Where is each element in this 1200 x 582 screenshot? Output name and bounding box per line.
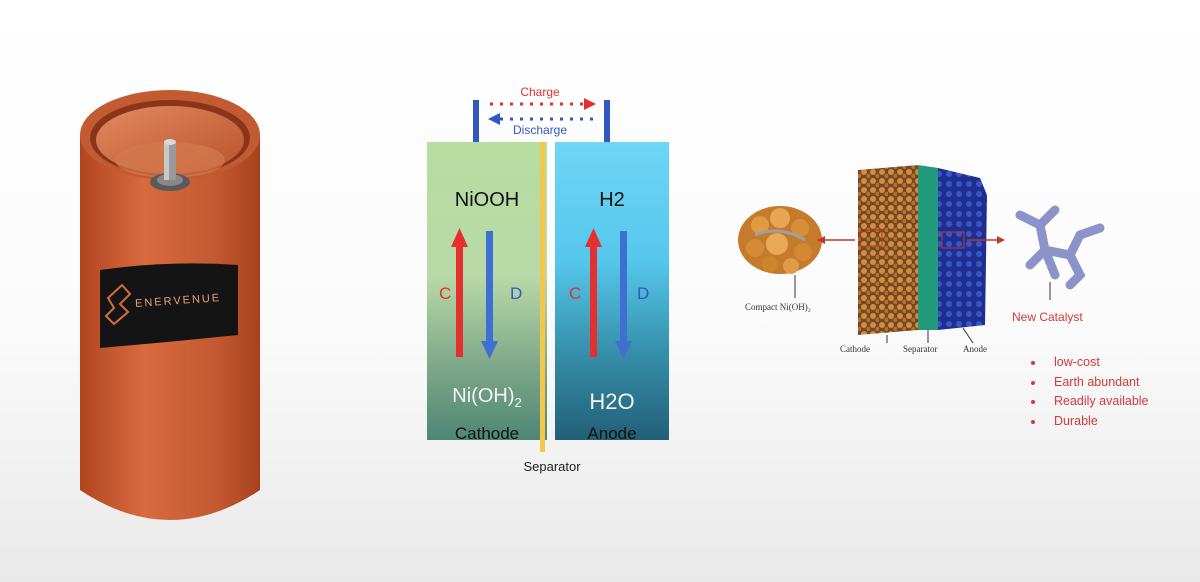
discharge-label: Discharge — [512, 123, 568, 137]
battery-illustration — [80, 90, 260, 520]
charge-arrowhead-icon — [584, 98, 596, 110]
benefit-item: Earth abundant — [1028, 373, 1149, 393]
battery-cylinder: ENERVENUE — [70, 80, 270, 540]
benefit-item: Readily available — [1028, 392, 1149, 412]
layer-label-cathode: Cathode — [840, 344, 870, 354]
anode-up-arrowhead-icon — [585, 228, 602, 247]
new-catalyst-label: New Catalyst — [1012, 310, 1083, 324]
cathode-top-species: NiOOH — [454, 189, 520, 211]
zoom-arrowhead-right-icon — [997, 236, 1005, 244]
anode-charge-letter: C — [569, 284, 582, 303]
separator-label: Separator — [523, 459, 581, 474]
layer-label-anode: Anode — [963, 344, 987, 354]
anode-charge-arrow — [590, 245, 597, 357]
catalyst-benefits-list: low-cost Earth abundant Readily availabl… — [1028, 353, 1149, 431]
left-electrode-tab — [473, 100, 479, 142]
charge-label: Charge — [520, 85, 560, 99]
cathode-charge-arrow — [456, 245, 463, 357]
anode-pane: H2 C D H2O Anode — [555, 142, 669, 443]
discharge-arrowhead-icon — [488, 113, 500, 125]
anode-down-arrowhead-icon — [615, 341, 632, 359]
nickel-hydroxide-cluster — [738, 206, 822, 274]
new-catalyst-network — [1015, 205, 1105, 290]
anode-discharge-arrow — [620, 231, 627, 343]
cell-diagram: Charge Discharge NiOOH C D Ni(OH)2 Catho… — [420, 85, 680, 485]
cathode-charge-letter: C — [439, 284, 452, 303]
cathode-discharge-letter: D — [510, 284, 523, 303]
anode-label: Anode — [587, 424, 637, 443]
enervenue-logo-icon — [104, 283, 132, 326]
anode-discharge-letter: D — [637, 284, 650, 303]
cathode-bottom-species: Ni(OH)2 — [452, 385, 522, 410]
cathode-layer — [858, 165, 918, 335]
reaction-arrows — [451, 228, 632, 359]
anode-top-species: H2 — [599, 189, 625, 211]
cathode-up-arrowhead-icon — [451, 228, 468, 247]
benefit-item: low-cost — [1028, 353, 1149, 373]
anode-layer — [938, 168, 987, 330]
electrode-stack-illustration — [738, 165, 1105, 344]
layer-label-separator: Separator — [903, 344, 938, 354]
cathode-discharge-arrow — [486, 231, 493, 343]
catalyst-illustration — [735, 160, 1115, 360]
charge-discharge-arrows — [473, 98, 610, 142]
nickel-hydroxide-caption: Compact Ni(OH)₂ — [745, 302, 811, 312]
zoom-arrowhead-left-icon — [817, 236, 825, 244]
cathode-down-arrowhead-icon — [481, 341, 498, 359]
separator-strip — [540, 142, 545, 452]
separator-layer — [918, 165, 938, 330]
anode-bottom-species: H2O — [589, 389, 635, 414]
benefit-item: Durable — [1028, 412, 1149, 432]
right-electrode-tab — [604, 100, 610, 142]
cathode-label: Cathode — [454, 424, 520, 443]
